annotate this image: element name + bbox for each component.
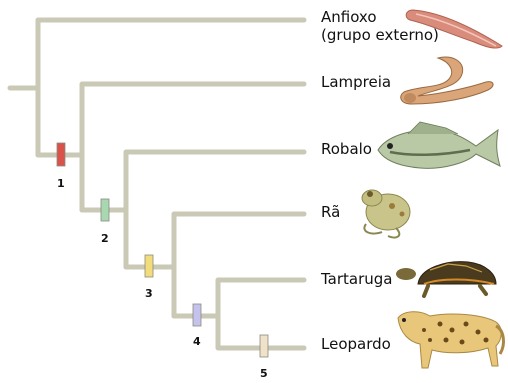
marker-3 [145, 255, 153, 277]
lamprey-illustration [401, 57, 493, 104]
marker-5 [260, 335, 268, 357]
taxon-label-leopardo: Leopardo [321, 335, 391, 353]
taxon-label-anfioxo: Anfioxo (grupo externo) [321, 8, 439, 44]
taxon-label-lampreia: Lampreia [321, 73, 391, 91]
marker-3-label: 3 [145, 287, 153, 300]
marker-4 [193, 304, 201, 326]
marker-4-label: 4 [193, 335, 201, 348]
taxon-label-ra: Rã [321, 203, 340, 221]
tree-branches [10, 20, 304, 348]
marker-2 [101, 199, 109, 221]
branch-robalo [82, 152, 304, 210]
taxon-label-robalo: Robalo [321, 140, 372, 158]
marker-1 [57, 143, 65, 166]
marker-1-label: 1 [57, 177, 65, 190]
frog-illustration [362, 190, 410, 238]
branch-anfioxo [38, 20, 304, 155]
taxon-note: (grupo externo) [321, 26, 439, 44]
turtle-illustration [396, 262, 496, 296]
branch-lampreia [38, 84, 304, 155]
bass-fish-illustration [378, 122, 500, 168]
taxon-name: Anfioxo [321, 8, 439, 26]
marker-2-label: 2 [101, 232, 109, 245]
leopard-illustration [398, 312, 503, 368]
taxon-label-tartaruga: Tartaruga [321, 270, 393, 288]
marker-5-label: 5 [260, 367, 268, 379]
markers: 1 2 3 4 5 [57, 143, 268, 379]
